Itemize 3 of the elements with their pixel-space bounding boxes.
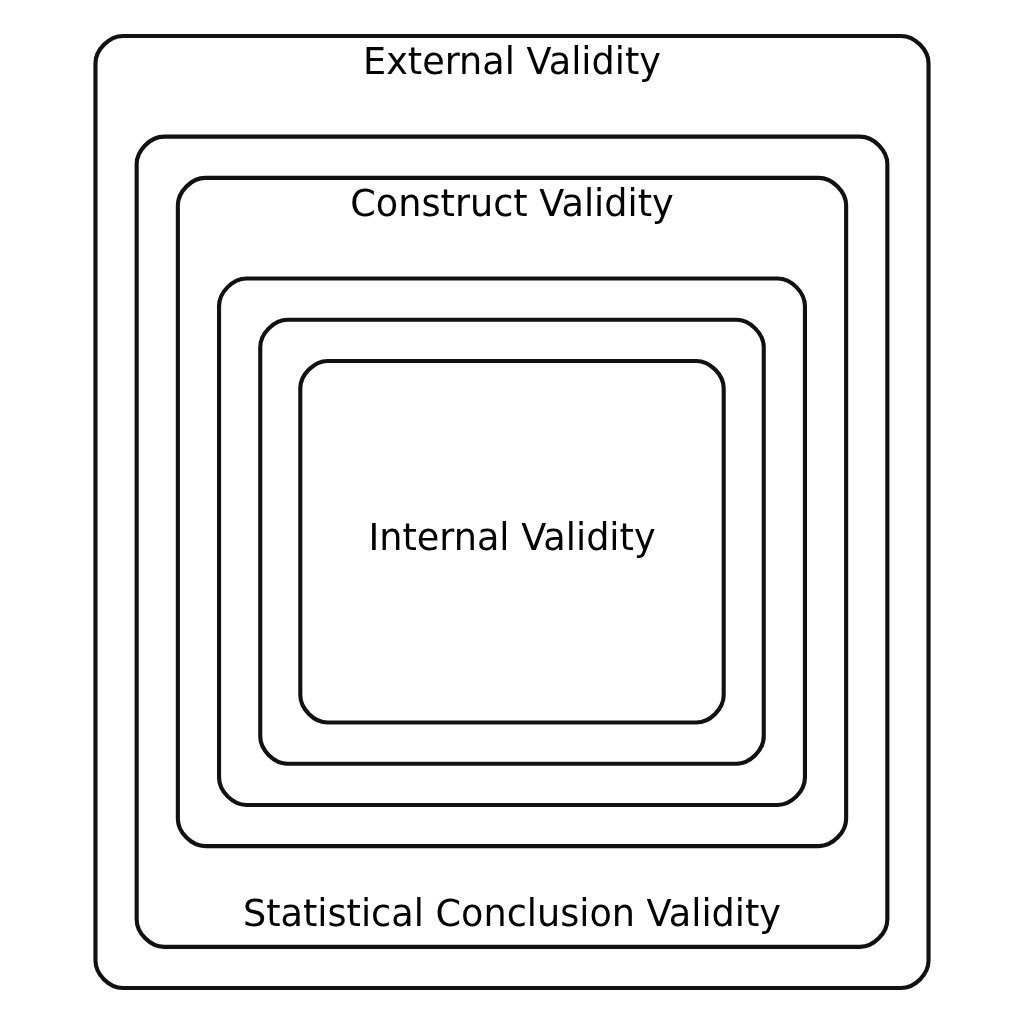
cluster: [217, 276, 807, 807]
cluster: [258, 317, 766, 766]
node-box: Internal Validity: [298, 358, 726, 725]
